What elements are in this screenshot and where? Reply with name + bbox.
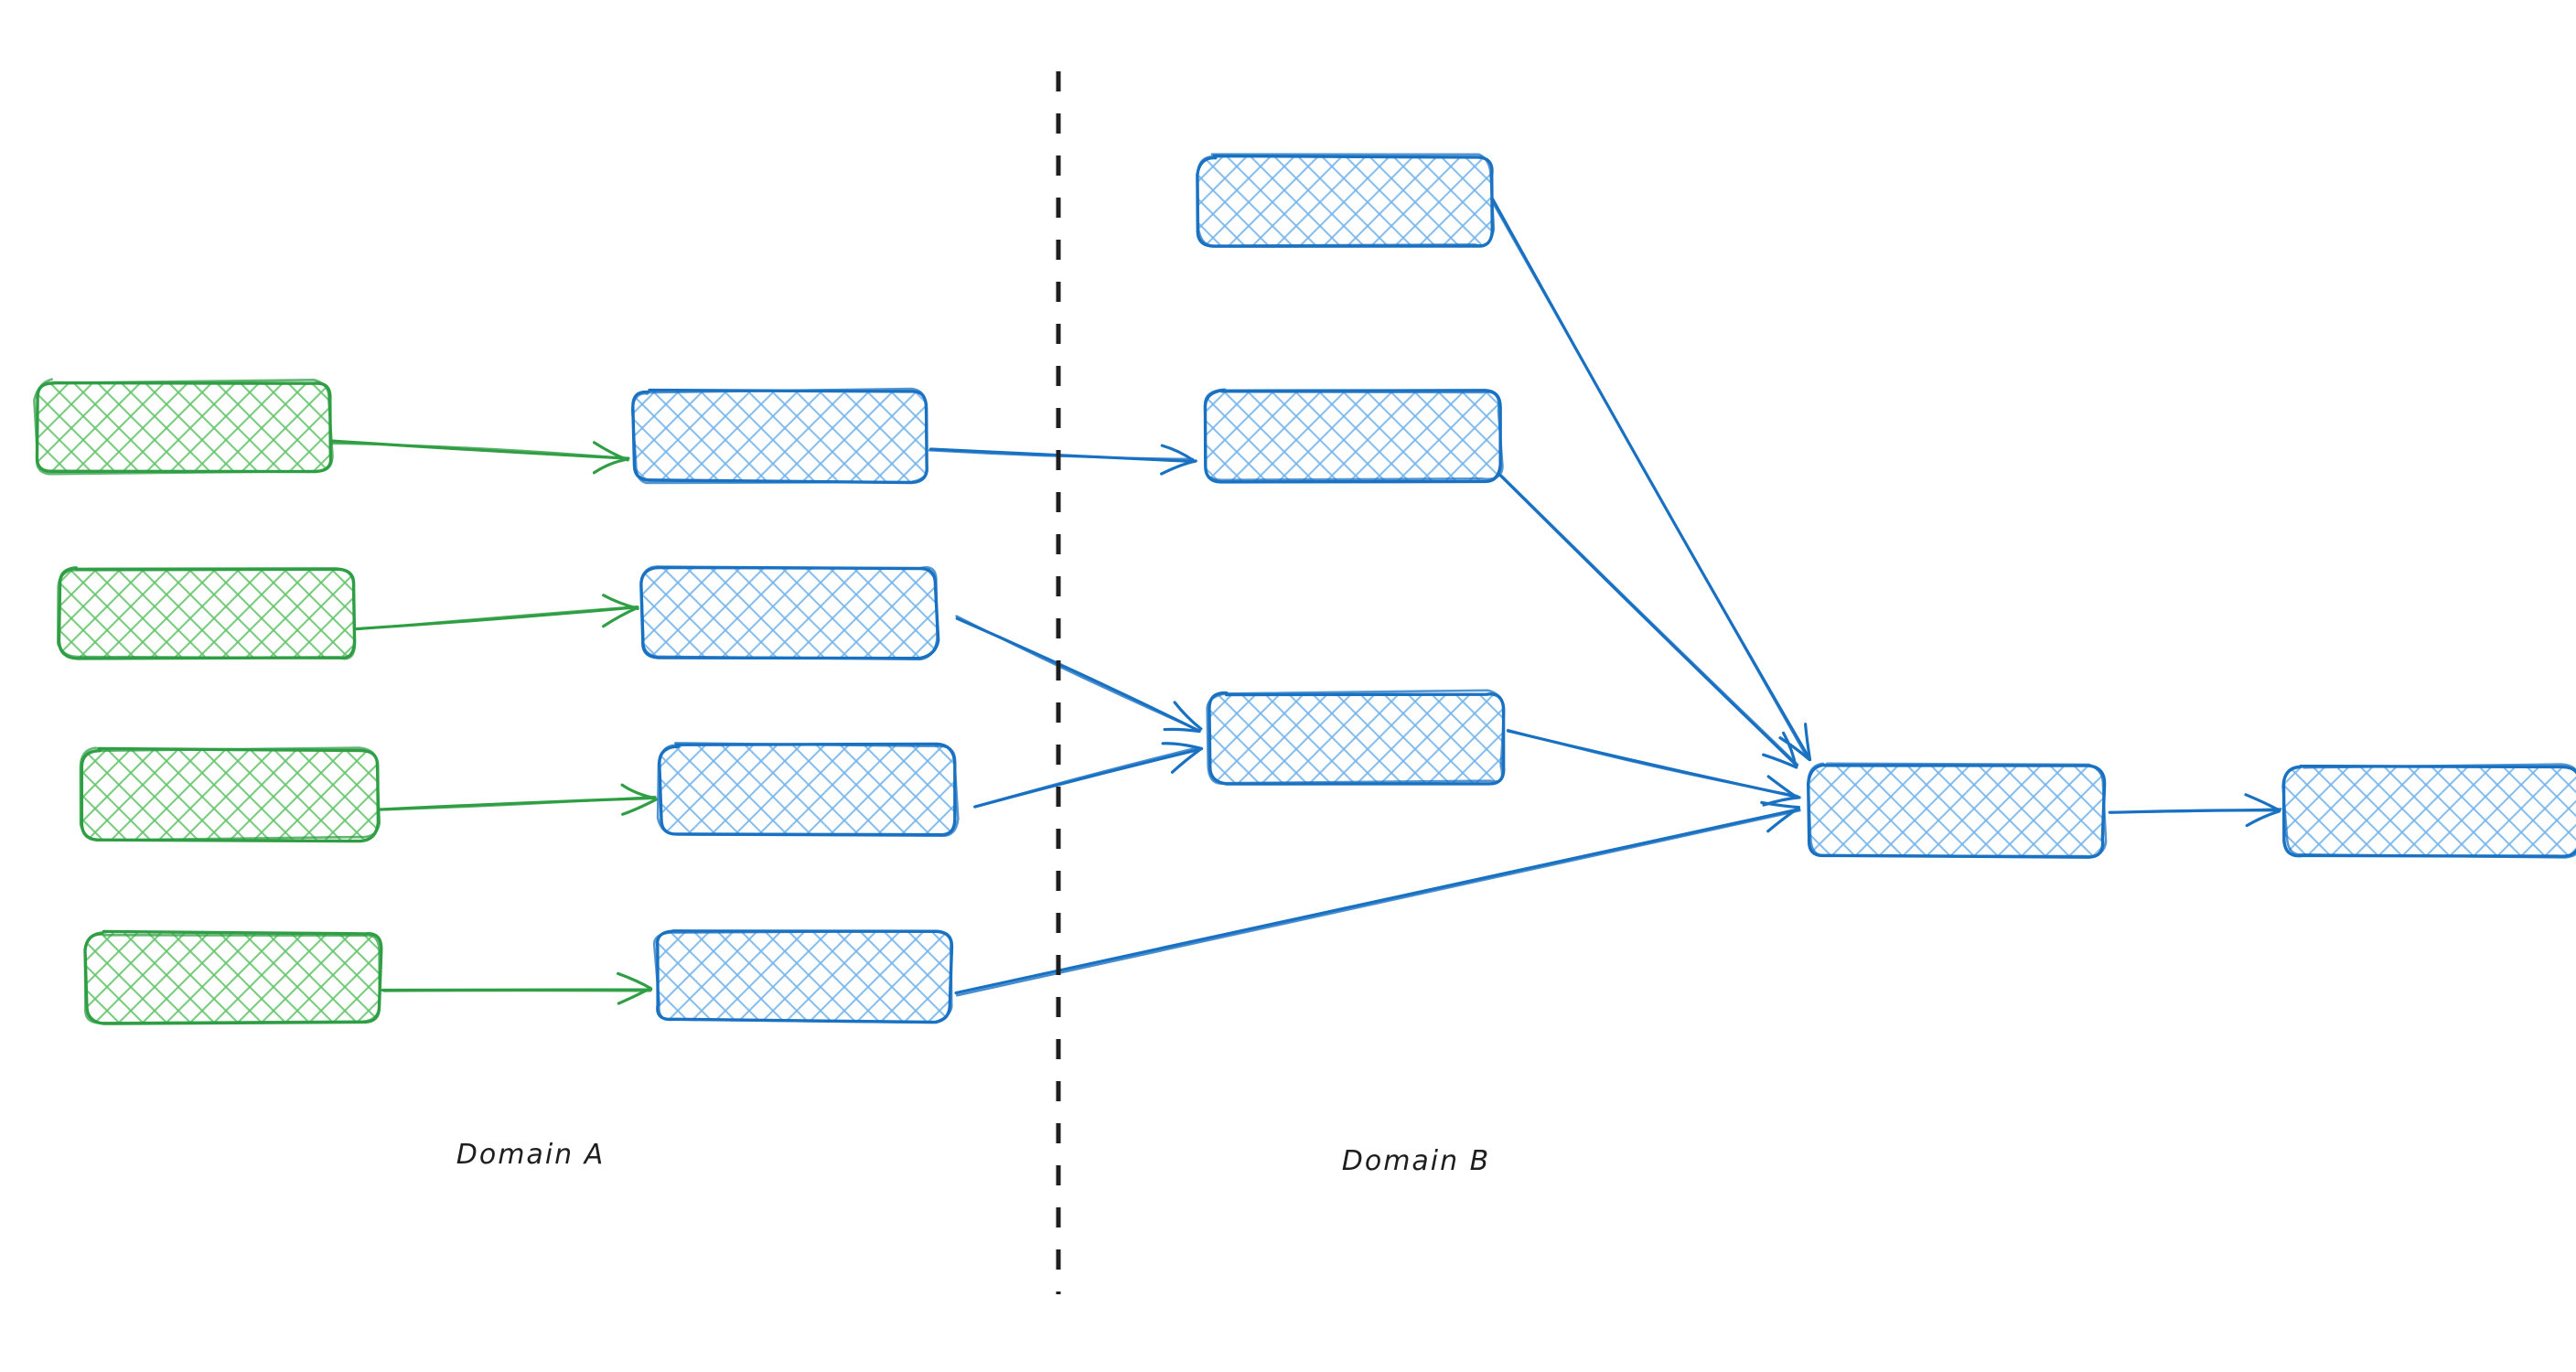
node-outline bbox=[1807, 762, 2108, 858]
edge-arrowhead bbox=[1173, 701, 1203, 731]
node-b-out[interactable] bbox=[2281, 763, 2576, 859]
node-a-mid-4[interactable] bbox=[652, 929, 954, 1024]
node-hatch-fill bbox=[657, 931, 951, 1021]
edge-arrowhead bbox=[2245, 809, 2281, 828]
node-outline bbox=[33, 378, 334, 476]
edge-arrowhead bbox=[1170, 746, 1204, 774]
node-hatch-fill bbox=[60, 569, 355, 659]
node-hatch-fill bbox=[660, 745, 955, 835]
edge-shaft bbox=[379, 795, 657, 811]
edge-arrowhead bbox=[616, 971, 653, 991]
edge-arrowhead bbox=[1160, 444, 1196, 463]
edge-arrowhead bbox=[1160, 459, 1197, 476]
edge-e10[interactable] bbox=[1498, 473, 1799, 769]
edge-arrowhead bbox=[621, 798, 659, 816]
node-hatch-fill bbox=[642, 567, 937, 657]
lane-label-domain-b: Domain B bbox=[1341, 1145, 1491, 1177]
edge-arrowhead bbox=[1762, 796, 1801, 807]
edge-arrowhead bbox=[2244, 793, 2281, 812]
edge-shaft bbox=[1488, 193, 1811, 761]
node-a-src-1[interactable] bbox=[33, 378, 334, 476]
node-b-mid[interactable] bbox=[1206, 689, 1506, 786]
node-outline bbox=[656, 742, 960, 838]
edge-shaft bbox=[973, 745, 1200, 809]
node-outline bbox=[56, 567, 357, 660]
edge-arrowhead bbox=[617, 986, 652, 1005]
edge-shaft bbox=[329, 442, 629, 460]
node-b-top[interactable] bbox=[1196, 153, 1496, 248]
node-hatch-fill bbox=[1206, 391, 1500, 481]
node-outline bbox=[83, 931, 381, 1024]
edge-arrowhead bbox=[602, 594, 639, 611]
edge-shaft bbox=[1500, 475, 1799, 766]
edge-arrowhead bbox=[1778, 736, 1811, 762]
node-outline bbox=[1203, 388, 1504, 482]
node-outline bbox=[2281, 763, 2576, 859]
node-outline bbox=[79, 746, 381, 842]
node-a-mid-1[interactable] bbox=[630, 387, 928, 485]
edge-e9[interactable] bbox=[1486, 191, 1812, 762]
edge-arrowhead bbox=[1804, 723, 1812, 762]
edge-shaft bbox=[955, 615, 1201, 733]
edge-e6[interactable] bbox=[955, 615, 1203, 734]
node-hatch-fill bbox=[86, 933, 381, 1023]
node-b-hub[interactable] bbox=[1807, 762, 2108, 859]
edge-arrowhead bbox=[592, 441, 629, 462]
edge-arrowhead bbox=[1782, 731, 1798, 769]
node-outline bbox=[1206, 689, 1506, 785]
node-outline bbox=[639, 565, 939, 661]
lane-label-domain-a: Domain A bbox=[456, 1139, 606, 1171]
node-a-src-4[interactable] bbox=[83, 929, 383, 1025]
edge-e4[interactable] bbox=[381, 971, 653, 1005]
node-outline bbox=[652, 929, 953, 1024]
edge-e3[interactable] bbox=[376, 783, 659, 816]
edge-e5[interactable] bbox=[928, 444, 1197, 476]
node-hatch-fill bbox=[1209, 693, 1504, 783]
node-hatch-fill bbox=[37, 382, 331, 472]
edge-arrowhead bbox=[1766, 775, 1799, 799]
node-hatch-fill bbox=[82, 750, 377, 840]
node-b-upper[interactable] bbox=[1203, 388, 1504, 484]
edge-arrowhead bbox=[620, 783, 657, 800]
node-a-mid-3[interactable] bbox=[656, 742, 960, 838]
edge-e12[interactable] bbox=[2108, 793, 2282, 828]
node-a-mid-2[interactable] bbox=[639, 565, 940, 661]
edge-e2[interactable] bbox=[354, 594, 639, 631]
edge-shaft bbox=[954, 808, 1801, 995]
edge-shaft bbox=[955, 809, 1801, 997]
edge-arrowhead bbox=[1163, 727, 1201, 734]
edge-arrowhead bbox=[1762, 753, 1798, 769]
node-outline bbox=[630, 387, 928, 485]
edge-e1[interactable] bbox=[329, 439, 630, 475]
nodes-layer bbox=[33, 153, 2576, 1025]
edge-shaft bbox=[355, 605, 639, 631]
node-hatch-fill bbox=[2285, 766, 2576, 856]
edge-e7[interactable] bbox=[973, 742, 1204, 809]
node-outline bbox=[1196, 153, 1496, 247]
node-a-src-3[interactable] bbox=[79, 746, 381, 843]
node-hatch-fill bbox=[633, 391, 928, 481]
node-a-src-2[interactable] bbox=[56, 566, 357, 660]
edge-arrowhead bbox=[1766, 807, 1800, 833]
node-hatch-fill bbox=[1198, 157, 1493, 247]
edge-e11[interactable] bbox=[1506, 728, 1801, 807]
edge-shaft bbox=[2108, 808, 2282, 814]
edges-layer bbox=[329, 191, 2282, 1005]
edge-shaft bbox=[1507, 728, 1798, 798]
edge-arrowhead bbox=[592, 457, 628, 475]
edge-arrowhead bbox=[1161, 742, 1204, 751]
edge-shaft bbox=[1486, 191, 1809, 759]
node-hatch-fill bbox=[1809, 766, 2104, 856]
edge-e8[interactable] bbox=[954, 800, 1801, 997]
